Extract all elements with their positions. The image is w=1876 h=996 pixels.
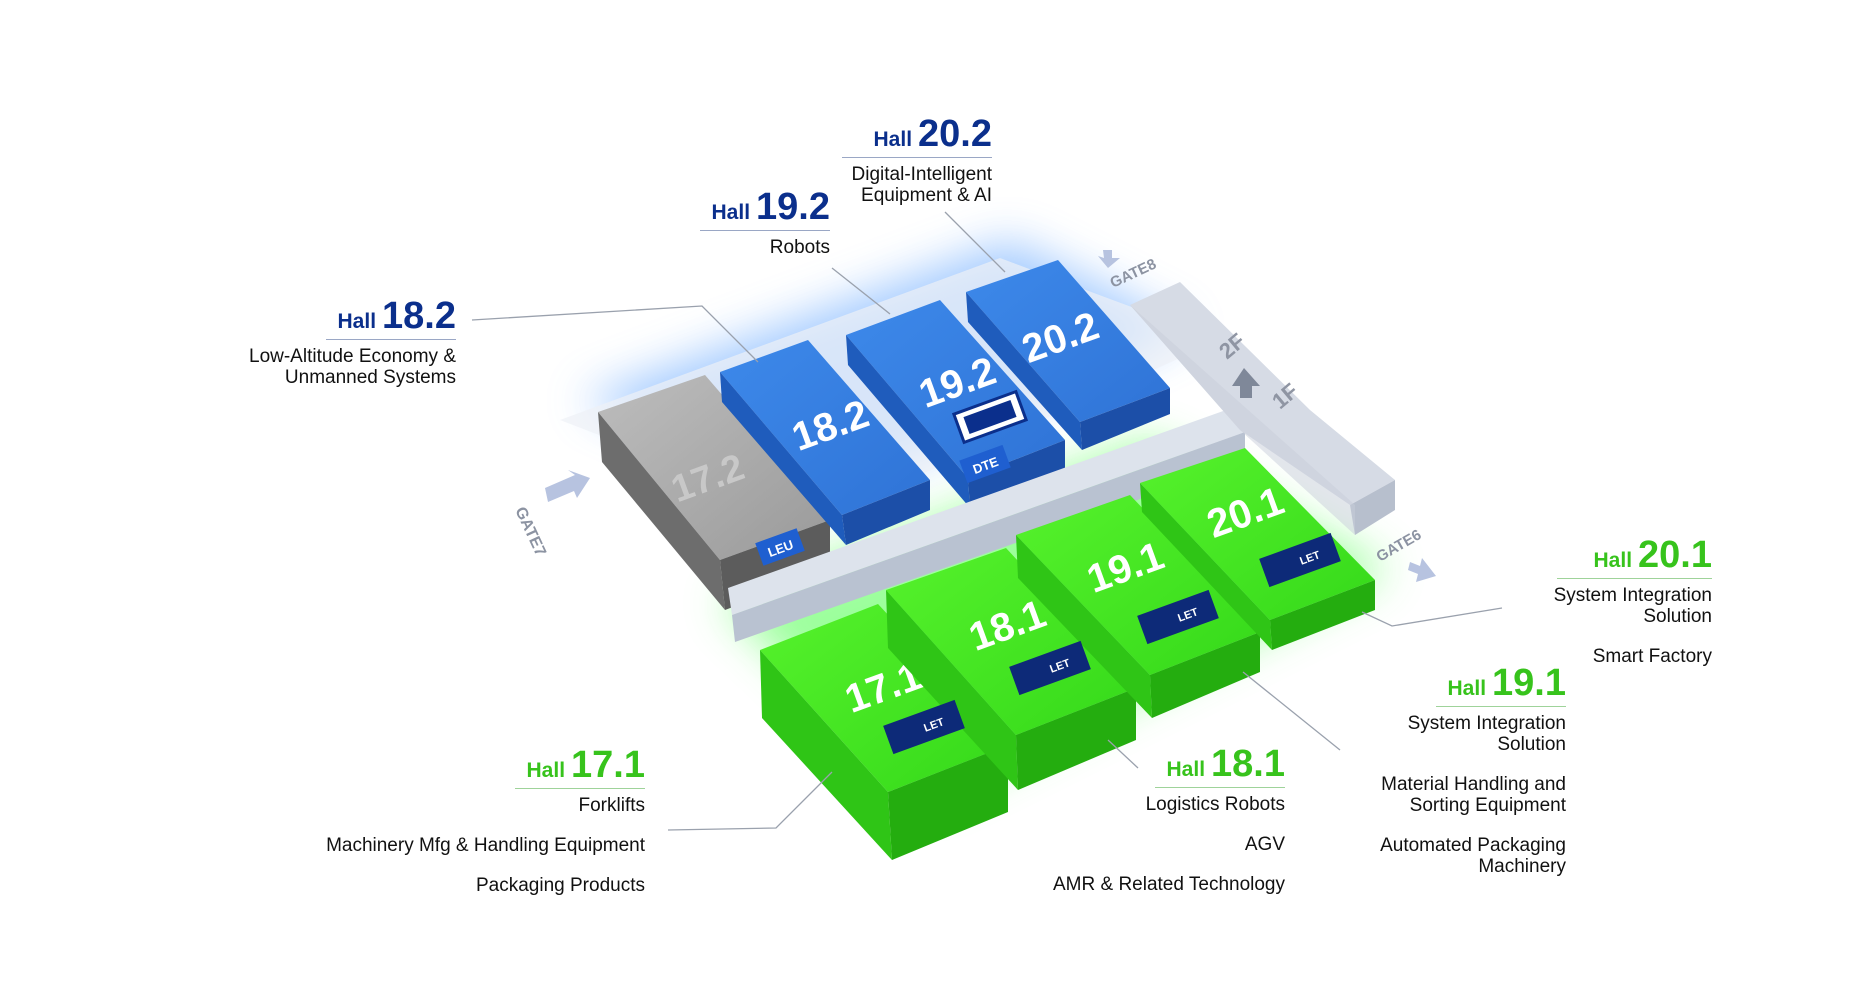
hall-block-20-1[interactable]: 20.1: [1140, 448, 1375, 650]
hall-category: Packaging Products: [476, 875, 645, 896]
leader-lines: [471, 211, 1503, 831]
let-badge-17-1: LET: [883, 699, 965, 755]
gate8-arrow-icon: [1098, 250, 1120, 268]
hall-word: Hall: [337, 310, 377, 333]
hall-category: Machinery Mfg & Handling Equipment: [326, 835, 645, 856]
hall-category: Logistics Robots: [1145, 794, 1285, 815]
gate7-label: GATE7: [511, 505, 548, 560]
gate7-arrow-icon: [545, 470, 590, 502]
hall-number: 19.2: [756, 186, 830, 228]
hall-block-18-2[interactable]: 18.2: [720, 340, 930, 545]
let-badge-19-1: LET: [1137, 589, 1219, 645]
hall-category: Smart Factory: [1592, 646, 1712, 667]
hall-word: Hall: [711, 201, 751, 224]
hall-category: System Integration Solution: [1553, 585, 1712, 627]
robot-sign-icon: [951, 389, 1029, 445]
up-arrow-icon: [1232, 368, 1260, 398]
gate6-label: GATE6: [1374, 526, 1425, 565]
hall-category: Automated Packaging Machinery: [1380, 835, 1566, 877]
hall-category: Forklifts: [578, 795, 646, 816]
gate6-arrow-icon: [1408, 558, 1436, 582]
escalator-ramp: [1130, 282, 1395, 535]
hall-block-19-2[interactable]: 19.2: [846, 300, 1065, 508]
hall-number: 20.1: [1638, 534, 1712, 576]
hall-category: AGV: [1244, 834, 1285, 855]
hall-block-19-1[interactable]: 19.1: [1016, 495, 1260, 718]
hall-block-18-1[interactable]: 18.1: [886, 548, 1136, 790]
dte-badge: DTE: [959, 444, 1011, 484]
hall-number: 19.1: [1492, 662, 1566, 704]
hall-word: Hall: [1593, 549, 1633, 572]
hall-block-20-2[interactable]: 20.2: [966, 260, 1170, 450]
hall-category: Material Handling and Sorting Equipment: [1381, 774, 1566, 816]
hall-number: 17.1: [571, 744, 645, 786]
hall-word: Hall: [1166, 758, 1206, 781]
hall-category: AMR & Related Technology: [1053, 874, 1285, 895]
hall-category: Digital-Intelligent Equipment & AI: [851, 164, 992, 206]
hall-word: Hall: [1447, 677, 1487, 700]
hall-category: System Integration Solution: [1407, 713, 1566, 755]
hall-category: Robots: [769, 237, 830, 258]
hall-block-17-1[interactable]: 17.1: [760, 604, 1008, 860]
central-corridor: [728, 405, 1245, 642]
hall-word: Hall: [873, 128, 913, 151]
leu-badge: LEU: [755, 528, 805, 566]
hall-number: 18.1: [1211, 743, 1285, 785]
hall-number: 20.2: [918, 113, 992, 155]
let-badge-18-1: LET: [1009, 640, 1091, 696]
hall-word: Hall: [526, 759, 566, 782]
hall-category: Low-Altitude Economy & Unmanned Systems: [249, 346, 456, 388]
let-badge-20-1: LET: [1259, 532, 1341, 588]
hall-number: 18.2: [382, 295, 456, 337]
